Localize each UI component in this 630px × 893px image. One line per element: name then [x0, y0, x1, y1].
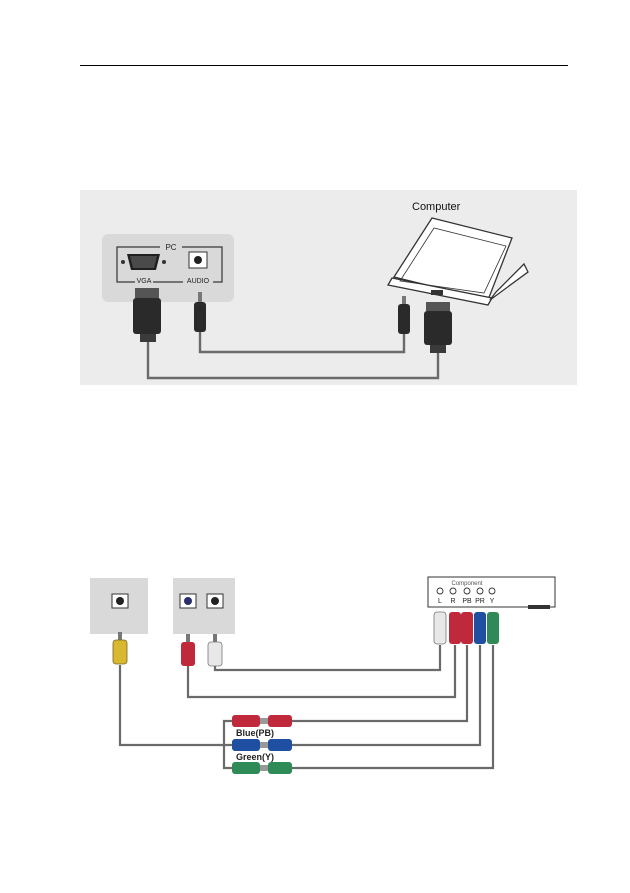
cable-blue-pb	[290, 645, 482, 747]
video-jack	[111, 593, 129, 609]
yellow-plug	[112, 632, 128, 665]
device-plug-green	[487, 612, 499, 644]
adapter-green-pair	[232, 762, 292, 774]
component-device-foot	[528, 605, 550, 609]
vga-port	[121, 254, 166, 270]
vga-label: VGA	[137, 278, 152, 285]
adapter-red-pair	[232, 715, 292, 727]
header-rule	[80, 65, 568, 66]
audio-port	[188, 251, 208, 269]
computer-label: Computer	[412, 201, 461, 213]
audio-cable	[198, 330, 406, 354]
jack-label-pb: PB	[462, 598, 472, 605]
cable-audio-red	[186, 645, 457, 699]
vga-plug-pc	[424, 302, 452, 353]
adapter-blue-pair	[232, 739, 292, 751]
cable-video-yellow	[118, 665, 232, 747]
white-plug-audio	[207, 634, 223, 667]
component-jacks	[436, 587, 496, 595]
cable-adapter-loop	[222, 719, 232, 770]
audio-plug-tv	[194, 292, 206, 332]
device-plug-red-pr	[461, 612, 473, 644]
cable-label-blue: Blue(PB)	[236, 728, 274, 738]
audio-jack-right	[206, 593, 224, 609]
audio-jack-left	[179, 593, 197, 609]
vga-plug-tv	[133, 288, 161, 342]
audio-plug-pc	[398, 296, 410, 334]
component-label: Component	[451, 581, 482, 587]
device-plug-white	[433, 611, 447, 645]
jack-label-r: R	[450, 598, 455, 605]
cable-audio-white	[213, 645, 442, 672]
cable-red-pr	[290, 645, 469, 723]
jack-label-l: L	[438, 598, 442, 605]
cable-green-y	[290, 645, 495, 770]
audio-label: AUDIO	[187, 278, 210, 285]
pc-panel-title: PC	[165, 243, 176, 252]
device-plug-red-r	[449, 612, 461, 644]
red-plug-audio	[181, 634, 195, 666]
laptop-port	[431, 290, 443, 295]
cable-label-green: Green(Y)	[236, 752, 274, 762]
vga-cable	[146, 340, 440, 380]
jack-label-y: Y	[490, 598, 495, 605]
jack-label-pr: PR	[475, 598, 485, 605]
device-plug-blue	[474, 612, 486, 644]
